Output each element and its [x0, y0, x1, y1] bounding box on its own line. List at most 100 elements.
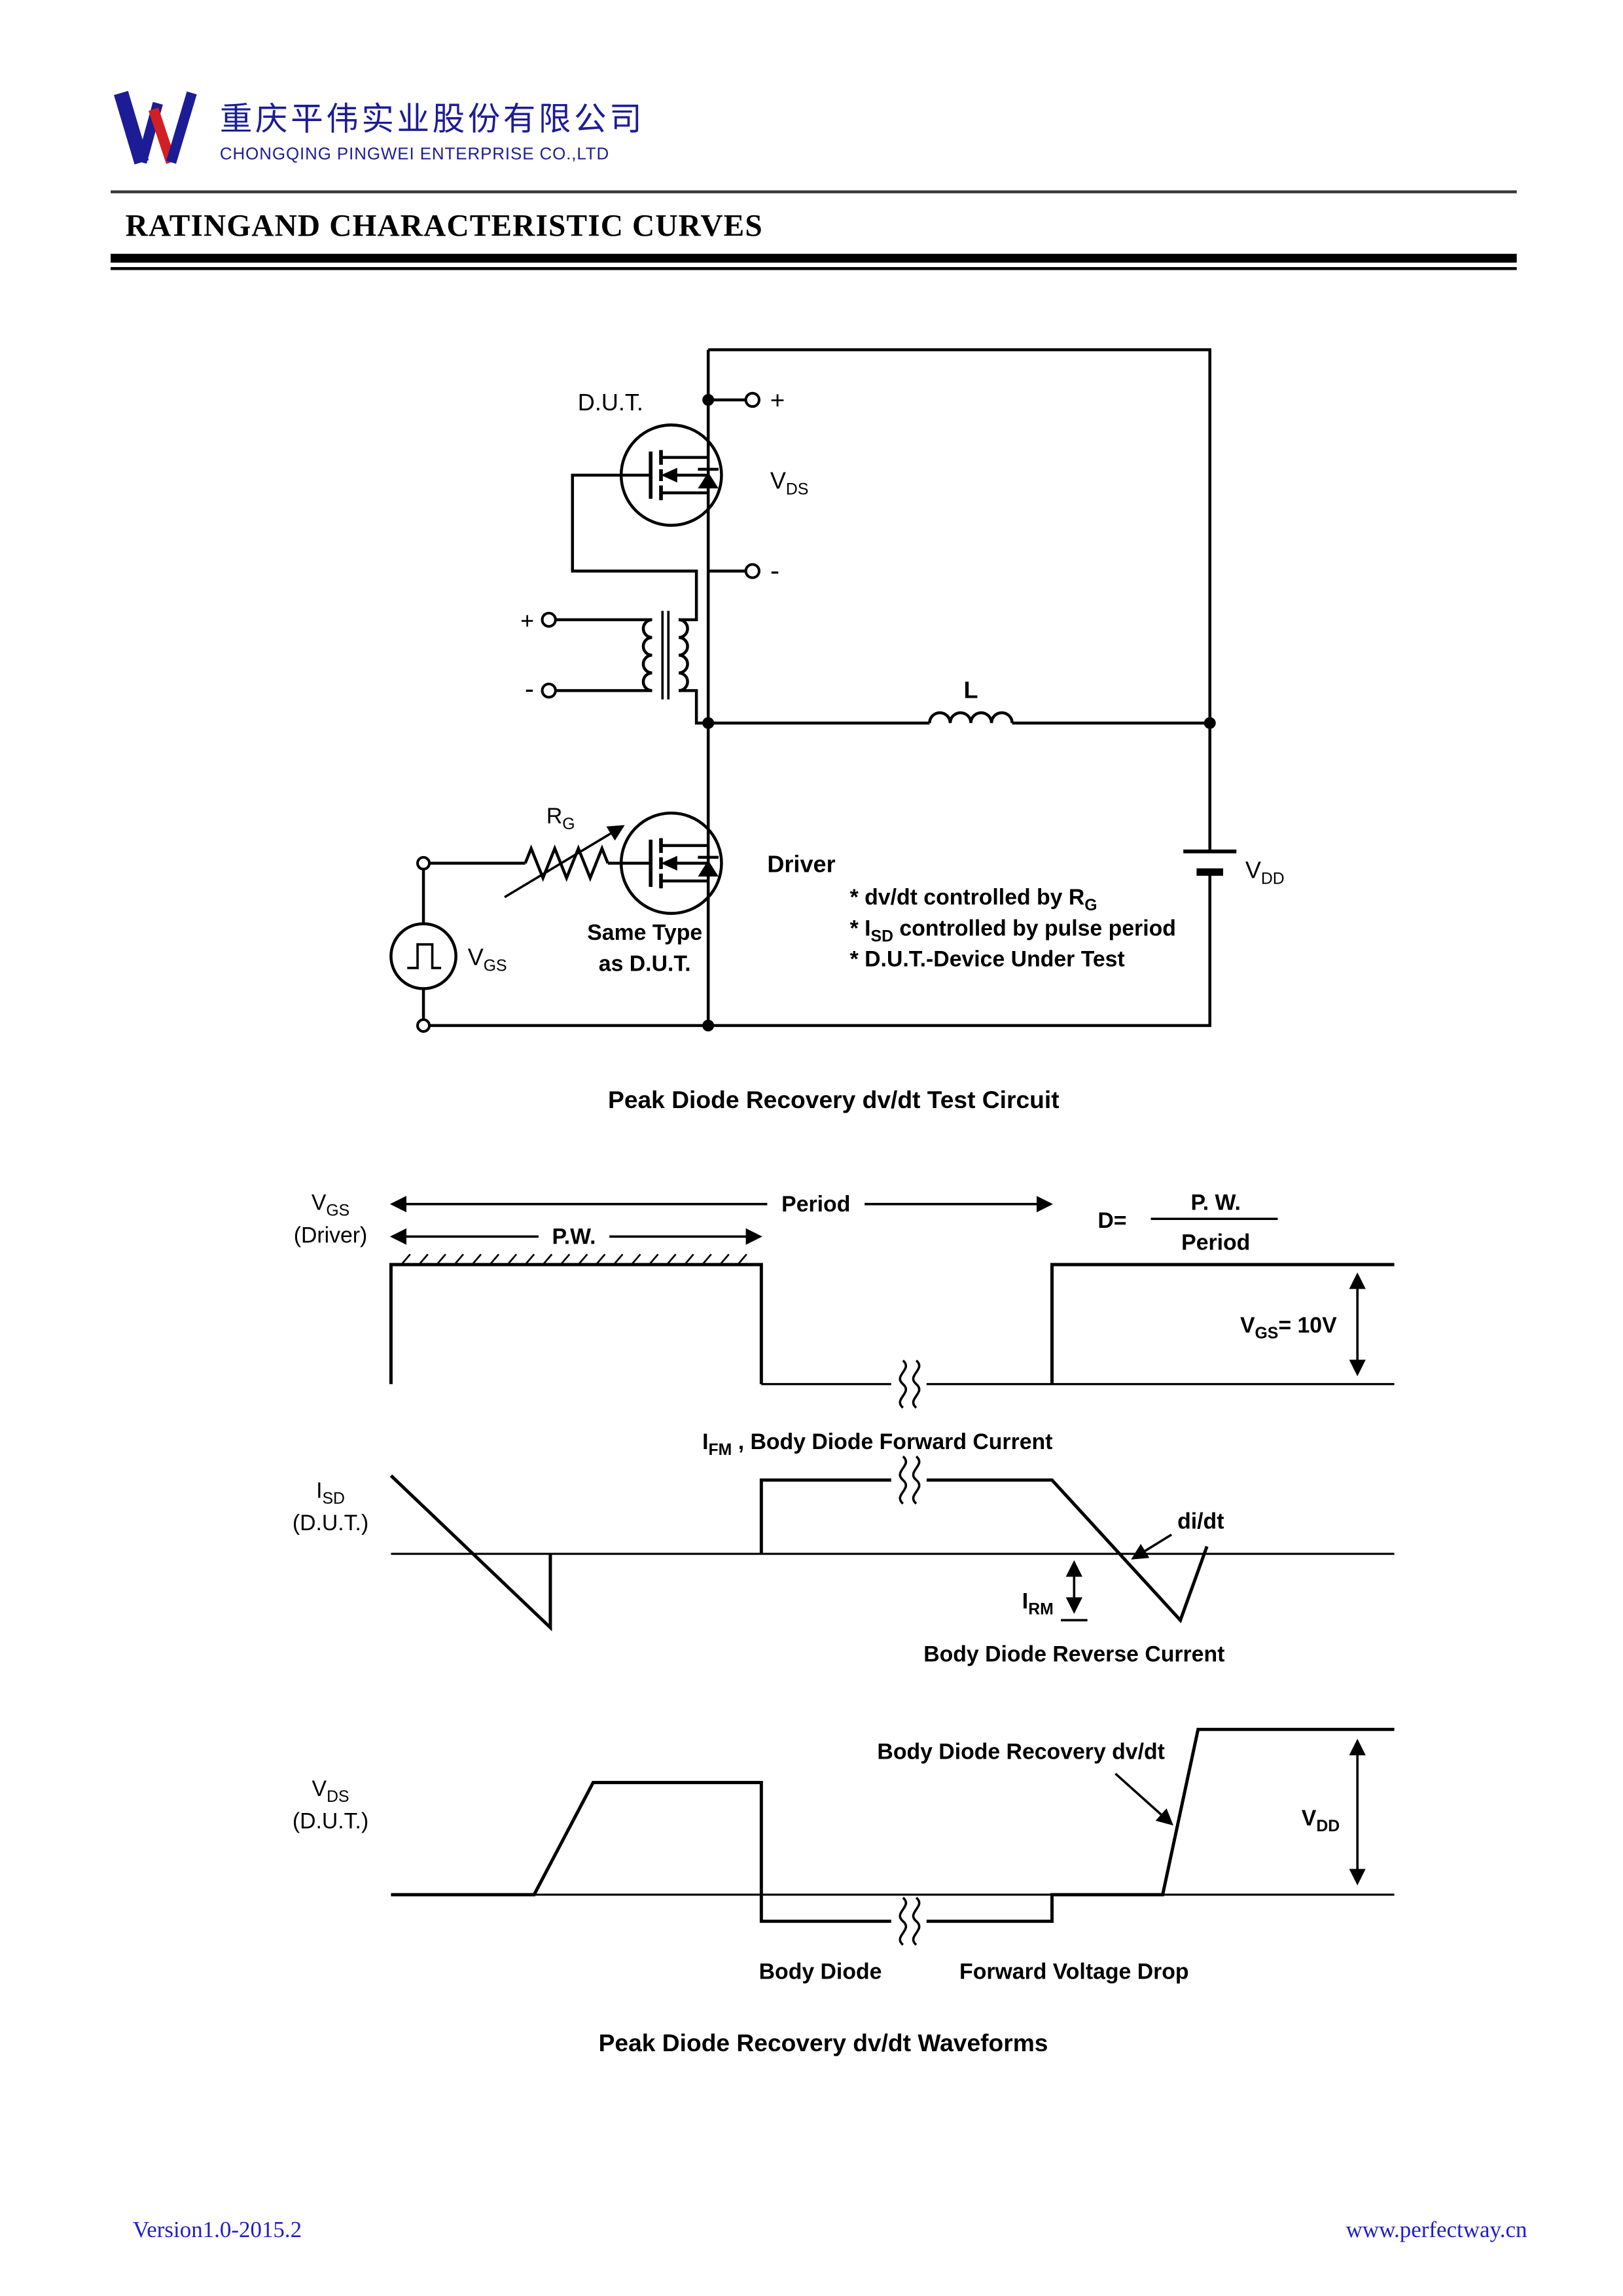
recovery-arrow — [1115, 1772, 1173, 1826]
break-mask — [891, 1360, 927, 1408]
junction-dot — [702, 717, 715, 729]
mosfet-body-circle — [619, 811, 723, 915]
isd-waveform — [389, 1474, 1209, 1632]
logo-stroke — [166, 91, 197, 164]
variable-arrow — [504, 825, 625, 899]
driver-mosfet-symbol — [619, 811, 723, 915]
inductor-coil — [928, 711, 1014, 723]
logo-stroke-red — [148, 107, 177, 164]
mosfet-arrow — [661, 855, 677, 871]
pw-label: P.W. — [552, 1225, 596, 1249]
company-name-cn: 重庆平伟实业股份有限公司 — [219, 100, 645, 137]
dut-label: D.U.T. — [578, 389, 643, 416]
mosfet-arrow — [661, 467, 677, 483]
vds-axis-sublabel: (D.U.T.) — [293, 1808, 368, 1833]
break-squiggle — [899, 1359, 908, 1409]
vds-label: VDS — [770, 467, 809, 498]
label-mask — [767, 1187, 865, 1217]
rg-label: RG — [546, 804, 575, 833]
waveform-caption: Peak Diode Recovery dv/dt Waveforms — [599, 2029, 1048, 2056]
didt-arrow — [1131, 1534, 1173, 1560]
break-squiggle — [899, 1455, 908, 1505]
inductor-label: L — [963, 676, 978, 703]
isd-axis-label: ISD — [316, 1478, 345, 1507]
secondary-coil — [678, 618, 689, 692]
axis-break — [891, 1359, 927, 1409]
resistor-zigzag — [524, 844, 609, 882]
terminal-stub-wires — [708, 398, 745, 573]
vgs-axis-sublabel: (Driver) — [294, 1223, 368, 1247]
primary-coil — [641, 618, 652, 692]
vgs-level-label: VGS= 10V — [1240, 1313, 1337, 1342]
vdd-level-label: VDD — [1302, 1806, 1340, 1835]
version-text: Version1.0-2015.2 — [132, 2217, 302, 2243]
junction-dot — [702, 393, 715, 406]
ifm-label: IFM , Body Diode Forward Current — [702, 1429, 1052, 1459]
pulse-glyph — [407, 943, 442, 969]
battery-symbol — [1183, 850, 1237, 876]
vds-axis-label: VDS — [312, 1776, 349, 1806]
reverse-current-label: Body Diode Reverse Current — [923, 1642, 1224, 1667]
duty-eq-label: D= — [1097, 1208, 1126, 1233]
test-circuit-diagram: D.U.T. + VDS - + - RG Driver Same Type a… — [389, 348, 1285, 1113]
break-squiggle — [912, 1455, 921, 1505]
resistor-rg-symbol — [504, 825, 625, 899]
note-dut: * D.U.T.-Device Under Test — [850, 947, 1125, 972]
break-mask — [891, 1897, 927, 1945]
recovery-dvdt-label: Body Diode Recovery dv/dt — [877, 1739, 1164, 1764]
same-type-label-2: as D.U.T. — [599, 951, 691, 976]
period-label: Period — [781, 1192, 850, 1217]
inductor-symbol — [928, 711, 1014, 723]
minus-terminal-label: - — [770, 555, 779, 586]
company-name-block: 重庆平伟实业股份有限公司 CHONGQING PINGWEI ENTERPRIS… — [220, 93, 645, 164]
body-diode-label: Body Diode — [759, 1959, 882, 1984]
logo-stroke — [114, 90, 149, 165]
mosfet-stubs — [661, 844, 709, 883]
body-diode — [698, 860, 719, 877]
transformer-core — [661, 611, 670, 700]
company-name-en: CHONGQING PINGWEI ENTERPRISE CO.,LTD — [219, 146, 610, 164]
vgs-waveform — [389, 1263, 1395, 1384]
website-link[interactable]: www.perfectway.cn — [1346, 2217, 1527, 2243]
break-squiggle — [912, 1896, 921, 1946]
mosfet-body-circle — [619, 423, 723, 527]
page-title: RATINGAND CHARACTERISTIC CURVES — [125, 207, 763, 243]
xfmr-terminal-plus — [541, 611, 557, 628]
irm-label: IRM — [1022, 1588, 1054, 1618]
break-mask — [891, 1456, 927, 1504]
fwd-drop-label: Forward Voltage Drop — [959, 1959, 1189, 1984]
source-node-terminal — [416, 1018, 431, 1033]
xfmr-terminal-minus — [541, 682, 557, 699]
mid-rail-wire — [679, 689, 1210, 725]
terminal-minus — [744, 563, 760, 579]
junction-dot — [1204, 717, 1216, 729]
xfmr-minus-label: - — [525, 673, 534, 704]
source-circle — [389, 922, 457, 990]
waveform-diagram: VGS (Driver) Period P.W. D= P. W. Period… — [293, 1187, 1395, 2056]
outer-rail-wire — [429, 348, 1211, 1028]
break-squiggle — [899, 1896, 908, 1946]
dut-mosfet-symbol — [619, 423, 723, 527]
header-divider — [111, 190, 1517, 194]
title-rule-thin — [111, 267, 1517, 270]
break-squiggle — [912, 1359, 921, 1409]
page-footer: Version1.0-2015.2 www.perfectway.cn — [133, 2218, 1527, 2245]
same-type-label-1: Same Type — [587, 920, 702, 945]
label-mask — [538, 1220, 610, 1250]
pulse-hatching — [401, 1253, 747, 1266]
note-dvdt: * dv/dt controlled by RG — [850, 885, 1097, 914]
transformer-input-wires — [556, 618, 652, 692]
gate-node-terminal — [416, 855, 431, 870]
duty-frac-denominator: Period — [1181, 1230, 1250, 1255]
vgs-axis-label: VGS — [312, 1191, 349, 1220]
gate-drive-wires — [421, 861, 526, 1020]
isd-axis-sublabel: (D.U.T.) — [293, 1511, 368, 1535]
vdd-label: VDD — [1245, 856, 1285, 888]
company-logo — [114, 90, 197, 165]
circuit-caption: Peak Diode Recovery dv/dt Test Circuit — [608, 1086, 1060, 1113]
mosfet-stubs — [661, 456, 709, 495]
axis-break — [891, 1896, 927, 1946]
xfmr-plus-label: + — [520, 607, 534, 634]
